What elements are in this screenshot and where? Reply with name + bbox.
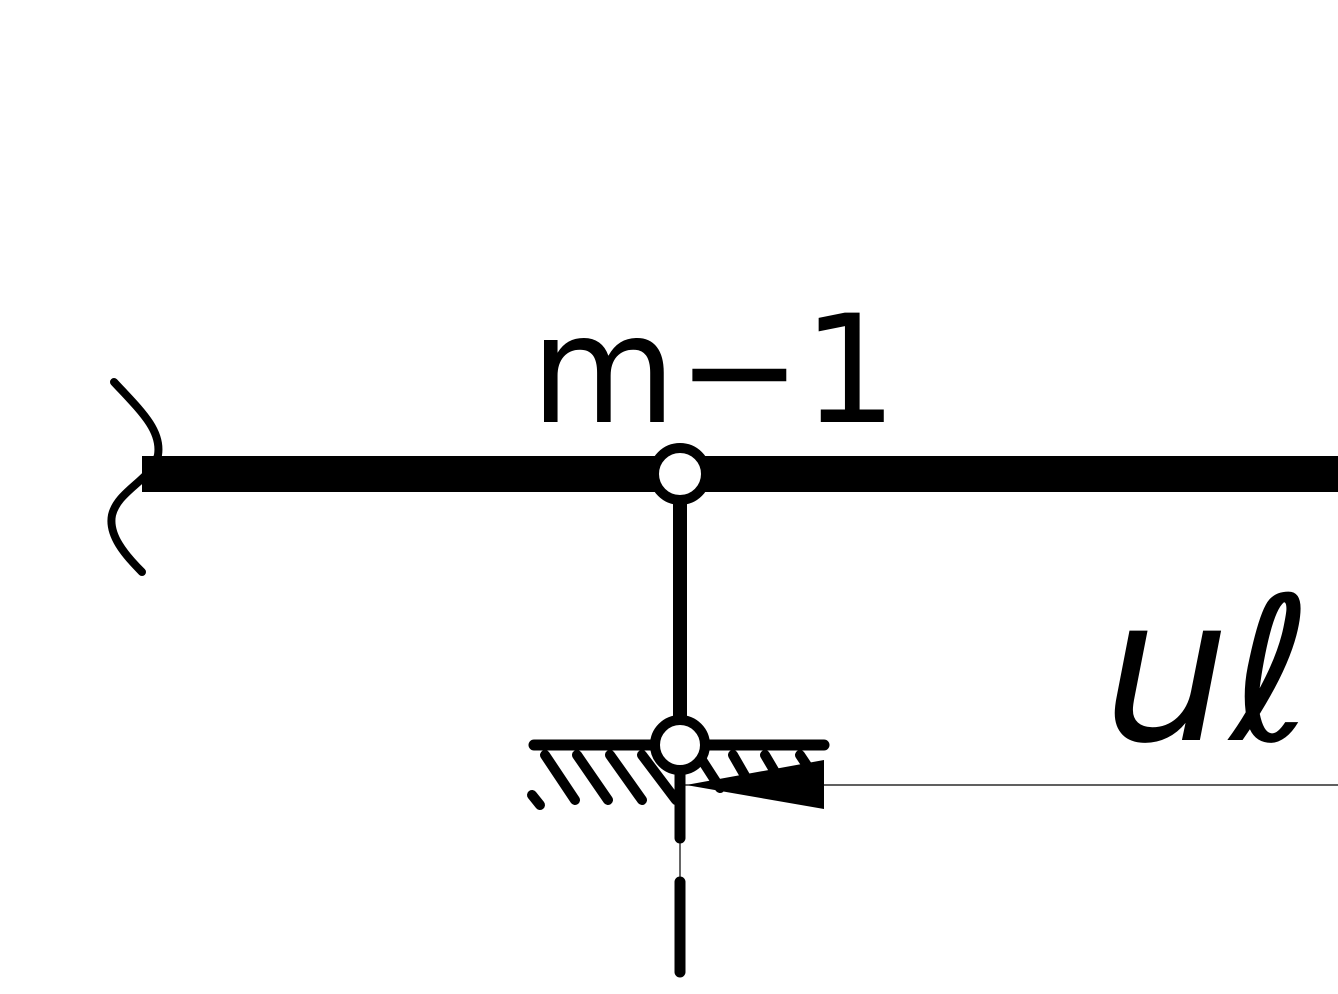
dimension-arrowhead [686, 760, 824, 809]
beam-break-symbol [107, 378, 163, 576]
upper-hinge [649, 443, 711, 505]
node-label: m−1 [530, 284, 897, 458]
lower-hinge [650, 715, 710, 775]
dimension-label: uℓ [1103, 555, 1312, 788]
